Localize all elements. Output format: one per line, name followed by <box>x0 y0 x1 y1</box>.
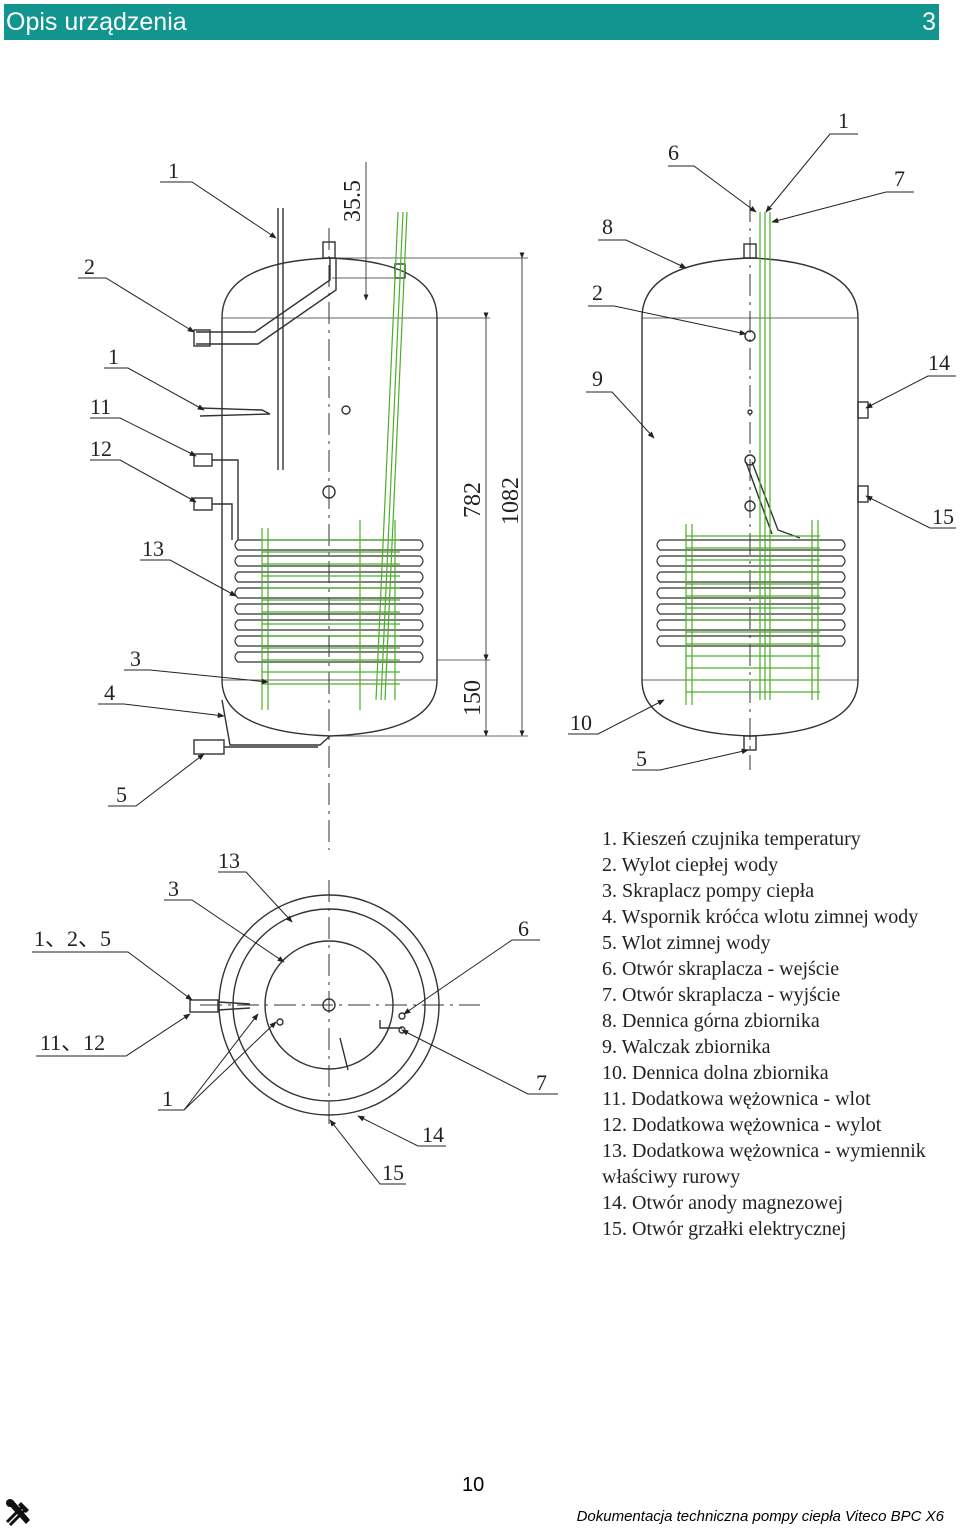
tools-icon <box>5 1499 30 1526</box>
legend-item: 15. Otwór grzałki elektrycznej <box>602 1218 847 1240</box>
callout-right-15: 15 <box>932 504 954 529</box>
side-view-right-callouts: 1 6 7 8 2 9 14 15 10 5 <box>568 108 956 771</box>
legend-item: 1. Kieszeń czujnika temperatury <box>602 828 861 850</box>
callout-right-6: 6 <box>668 140 679 165</box>
callout-right-1: 1 <box>838 108 849 133</box>
callout-top-15: 15 <box>382 1160 404 1185</box>
callout-2: 2 <box>84 254 95 279</box>
top-view <box>189 880 480 1130</box>
dimension-1082: 1082 <box>498 477 524 525</box>
callout-13: 13 <box>142 536 164 561</box>
dimension-35-5: 35.5 <box>340 180 366 222</box>
side-view-left <box>193 162 528 850</box>
side-view-left-callouts: 1 2 1 11 12 13 3 4 5 35.5 782 1082 150 <box>78 158 524 807</box>
callout-right-10: 10 <box>570 710 592 735</box>
dimension-150: 150 <box>460 680 486 716</box>
technical-drawing: 1 2 1 11 12 13 3 4 5 35.5 782 1082 150 <box>32 108 956 1185</box>
parts-legend: 1. Kieszeń czujnika temperatury 2. Wylot… <box>602 826 960 1242</box>
dimension-782: 782 <box>460 482 486 518</box>
legend-item: 9. Walczak zbiornika <box>602 1036 771 1058</box>
callout-1-top: 1 <box>168 158 179 183</box>
callout-11: 11 <box>90 394 111 419</box>
section-number: 3 <box>922 8 936 36</box>
condenser-coil-left <box>261 211 408 710</box>
legend-item: 14. Otwór anody magnezowej <box>602 1192 844 1214</box>
callout-right-8: 8 <box>602 214 613 239</box>
legend-item: 11. Dodatkowa wężownica - wlot <box>602 1088 871 1110</box>
callout-top-1: 1 <box>162 1086 173 1111</box>
callout-right-5: 5 <box>636 746 647 771</box>
callout-12: 12 <box>90 436 112 461</box>
condenser-coil-right <box>685 212 820 705</box>
top-view-callouts: 13 3 1、2、5 11、12 1 6 7 14 15 <box>32 848 558 1185</box>
legend-item: 7. Otwór skraplacza - wyjście <box>602 984 841 1006</box>
page-header: Opis urządzenia 3 <box>4 4 939 40</box>
callout-top-3: 3 <box>168 876 179 901</box>
callout-3: 3 <box>130 646 141 671</box>
callout-top-1-2-5: 1、2、5 <box>34 926 111 951</box>
callout-top-13: 13 <box>218 848 240 873</box>
page-title: Opis urządzenia <box>6 8 187 36</box>
callout-top-11-12: 11、12 <box>40 1030 105 1055</box>
callout-1-mid: 1 <box>108 344 119 369</box>
callout-5: 5 <box>116 782 127 807</box>
callout-top-14: 14 <box>422 1122 444 1147</box>
legend-item: 3. Skraplacz pompy ciepła <box>602 880 815 902</box>
legend-item: 2. Wylot ciepłej wody <box>602 854 779 876</box>
callout-top-7: 7 <box>536 1070 547 1095</box>
callout-right-9: 9 <box>592 366 603 391</box>
legend-item: 8. Dennica górna zbiornika <box>602 1010 820 1032</box>
footer-text: Dokumentacja techniczna pompy ciepła Vit… <box>576 1508 944 1525</box>
callout-4: 4 <box>104 680 115 705</box>
legend-item: 10. Dennica dolna zbiornika <box>602 1062 829 1084</box>
callout-right-2: 2 <box>592 280 603 305</box>
legend-item: 13. Dodatkowa wężownica - wymiennik właś… <box>602 1140 926 1188</box>
callout-top-6: 6 <box>518 916 529 941</box>
legend-item: 6. Otwór skraplacza - wejście <box>602 958 840 980</box>
side-view-right <box>641 200 869 770</box>
legend-item: 4. Wspornik króćca wlotu zimnej wody <box>602 906 919 928</box>
page-number: 10 <box>462 1474 485 1496</box>
legend-item: 12. Dodatkowa wężownica - wylot <box>602 1114 882 1136</box>
callout-right-7: 7 <box>894 166 905 191</box>
legend-item: 5. Wlot zimnej wody <box>602 932 771 954</box>
callout-right-14: 14 <box>928 350 950 375</box>
